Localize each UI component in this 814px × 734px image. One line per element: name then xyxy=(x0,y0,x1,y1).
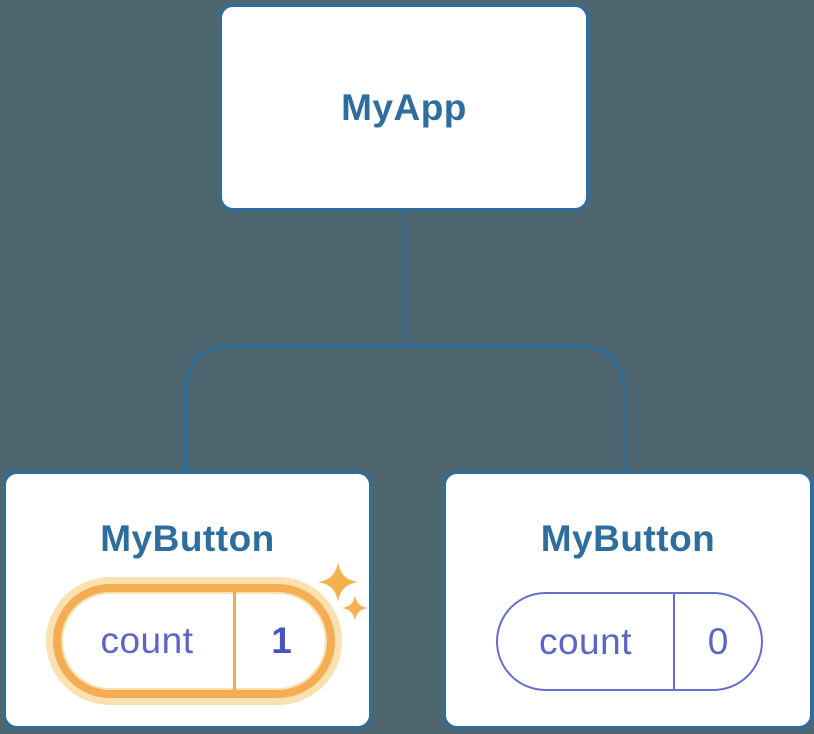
pill-divider xyxy=(233,592,236,690)
state-key-cell: count xyxy=(498,594,673,689)
state-value-label: 1 xyxy=(271,620,292,661)
component-node-mybutton-2: MyButton count 0 xyxy=(443,471,813,729)
state-key-cell: count xyxy=(61,592,233,690)
state-value-cell: 1 xyxy=(236,592,327,690)
node-title: MyApp xyxy=(341,86,467,128)
component-node-myapp: MyApp xyxy=(219,4,589,211)
state-value-cell: 0 xyxy=(675,594,761,689)
node-title: MyButton xyxy=(100,518,275,559)
node-title: MyButton xyxy=(540,518,716,559)
state-key-label: count xyxy=(100,620,194,661)
component-node-mybutton-1: MyButton count 1 xyxy=(3,471,372,729)
state-pill-highlighted: count 1 xyxy=(53,584,335,698)
sparkle-small-icon xyxy=(342,595,368,621)
state-value-label: 0 xyxy=(707,620,729,662)
state-key-label: count xyxy=(538,620,632,662)
pill-divider xyxy=(673,594,675,689)
state-pill-plain: count 0 xyxy=(496,592,763,691)
sparkle-large-icon xyxy=(318,562,358,602)
